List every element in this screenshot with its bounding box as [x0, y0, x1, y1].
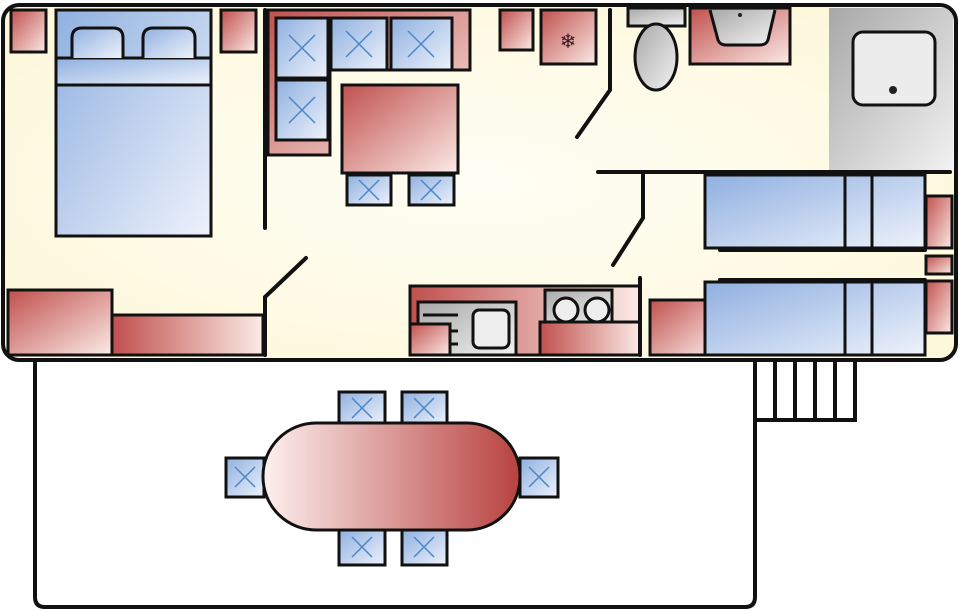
outdoor-chair — [224, 456, 266, 499]
nightstand — [924, 194, 954, 250]
chair — [345, 173, 393, 207]
single-bed — [703, 280, 927, 357]
washbasin — [688, 6, 792, 66]
single-bed — [703, 173, 927, 250]
exterior-wall — [1, 3, 958, 362]
outdoor-chair — [400, 390, 449, 426]
kitchen-counter — [408, 284, 642, 357]
interior-walls — [263, 8, 952, 357]
deck — [33, 358, 757, 609]
outdoor-chair — [337, 390, 387, 426]
fridge: ❄ — [539, 8, 598, 66]
cupboard — [498, 8, 535, 52]
toilet — [626, 6, 687, 92]
outdoor-table — [261, 421, 522, 532]
chair — [407, 173, 456, 207]
corner-sofa — [266, 8, 472, 157]
dining-table — [340, 83, 460, 175]
dresser — [110, 313, 265, 357]
double-bed — [54, 8, 213, 238]
mobile-home-floor — [3, 5, 956, 360]
steps — [753, 360, 857, 422]
nightstand — [9, 8, 48, 54]
nightstand — [924, 254, 954, 276]
shower — [829, 8, 953, 172]
outdoor-chair — [518, 456, 560, 499]
snowflake-icon: ❄ — [560, 29, 577, 53]
drain-icon — [889, 86, 897, 94]
nightstand — [924, 279, 954, 335]
wardrobe — [6, 288, 114, 357]
outdoor-chair — [400, 528, 449, 567]
outdoor-chair — [337, 528, 387, 567]
nightstand — [219, 8, 258, 54]
hob — [543, 288, 614, 324]
